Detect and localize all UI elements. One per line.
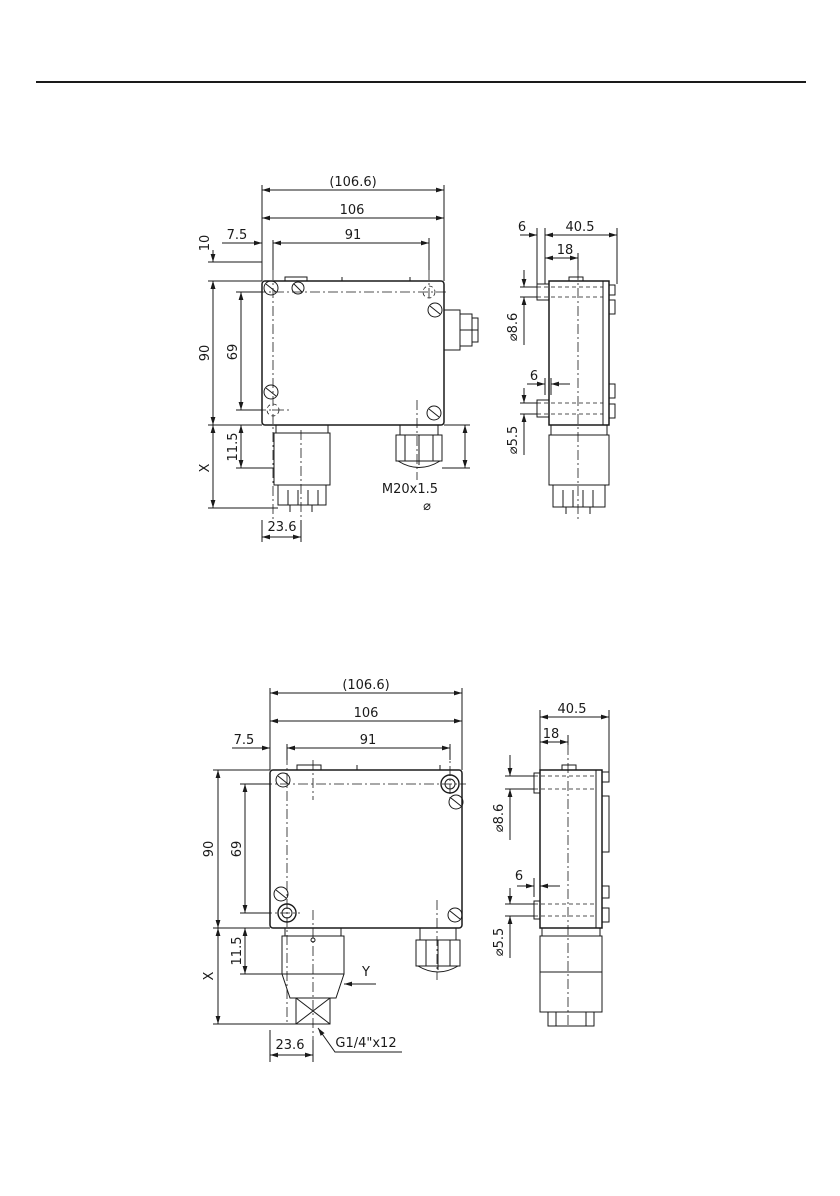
label-gland-thread: M20x1.5 [382, 482, 438, 497]
side-dim-slot: ⌀5.5 [506, 426, 521, 455]
side-dim-inner: 18 [543, 727, 560, 742]
top-front-view: (106.6) 106 91 7.5 10 90 69 11.5 X 23.6 … [198, 175, 478, 542]
dim-conn-total: X [198, 463, 213, 472]
housing-body [270, 770, 462, 928]
label-gland-dia: ⌀ [423, 499, 431, 514]
dim-hole-pitch-h: 91 [360, 733, 377, 748]
dim-offset-left: 7.5 [234, 733, 255, 748]
dim-width-overall: (106.6) [329, 175, 376, 190]
dim-width-body: 106 [354, 706, 379, 721]
label-port-thread: G1/4"x12 [335, 1036, 396, 1051]
dim-offset-left: 7.5 [227, 228, 248, 243]
dim-hole-pitch-h: 91 [345, 228, 362, 243]
side-dim-wall: 6 [515, 869, 523, 884]
side-dim-hole: ⌀8.6 [492, 804, 507, 833]
cable-gland [396, 425, 442, 468]
dim-offset-top: 10 [198, 235, 213, 252]
dim-height-body: 90 [198, 345, 213, 362]
dim-hole-pitch-v: 69 [226, 344, 241, 361]
side-dim-hole: ⌀8.6 [506, 313, 521, 342]
dim-conn-width: 23.6 [276, 1038, 305, 1053]
side-dim-wall: 6 [530, 369, 538, 384]
side-dim-depth: 40.5 [558, 702, 587, 717]
side-dim-depth: 40.5 [566, 220, 595, 235]
dim-width-body: 106 [340, 203, 365, 218]
connector [274, 425, 330, 512]
side-dim-slot: ⌀5.5 [492, 928, 507, 957]
dim-width-overall: (106.6) [342, 678, 389, 693]
side-dim-inner: 18 [557, 243, 574, 258]
top-side-view: 6 40.5 18 ⌀8.6 6 ⌀5.5 [506, 220, 617, 520]
side-gland [444, 310, 478, 350]
dim-conn-total: X [202, 971, 217, 980]
dim-height-body: 90 [202, 841, 217, 858]
dim-conn-width: 23.6 [268, 520, 297, 535]
dim-conn-height: 11.5 [230, 937, 245, 966]
side-dim-offset: 6 [518, 220, 526, 235]
dim-hole-pitch-v: 69 [230, 841, 245, 858]
dim-conn-height: 11.5 [226, 433, 241, 462]
cable-gland [416, 928, 460, 972]
bottom-front-view: (106.6) 106 91 7.5 90 69 11.5 X 23.6 Y G… [202, 678, 466, 1062]
label-port-y: Y [361, 965, 370, 980]
bottom-side-view: 40.5 18 ⌀8.6 6 ⌀5.5 [492, 702, 609, 1028]
